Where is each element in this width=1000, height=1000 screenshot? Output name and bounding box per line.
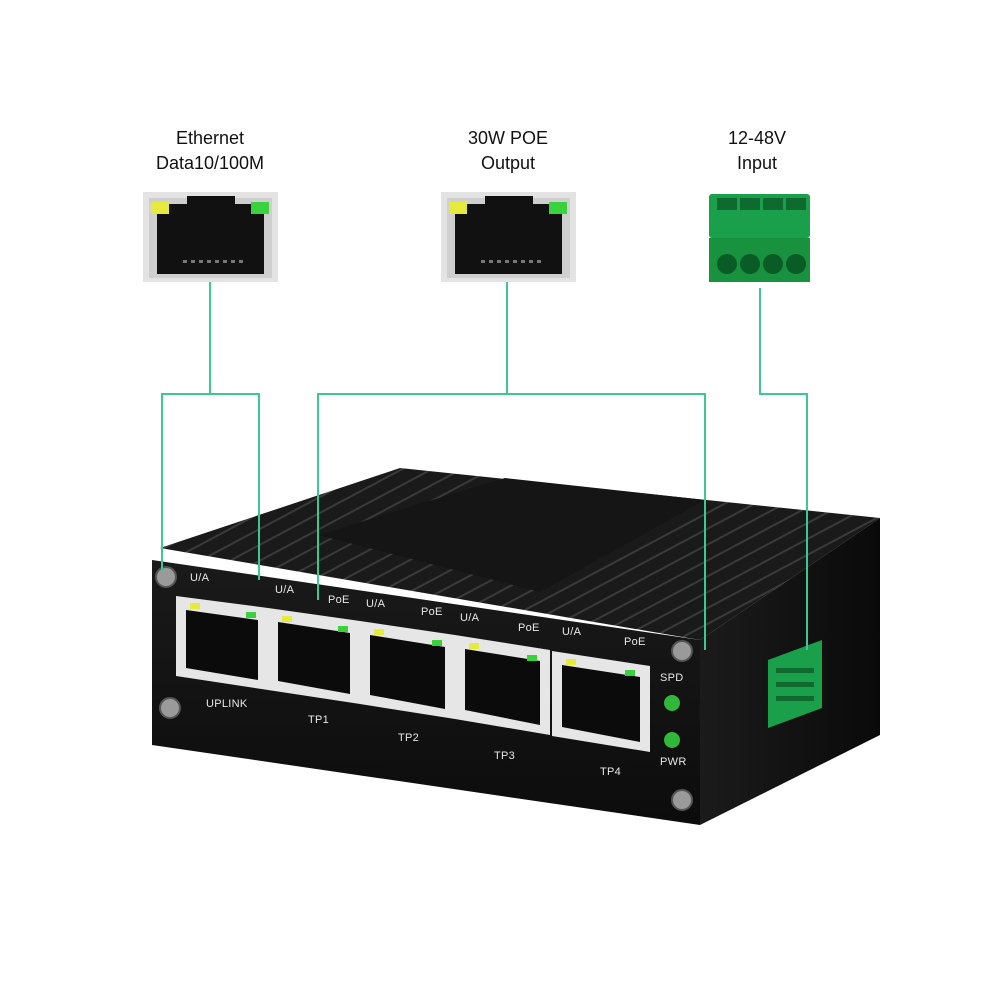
- ua-label-tp1: U/A: [275, 584, 295, 596]
- ua-label-uplink: U/A: [190, 572, 210, 584]
- connector-lines: [161, 282, 808, 650]
- ethernet-label-line1: Ethernet: [175, 128, 245, 148]
- poe-label-line2: Output: [480, 153, 536, 173]
- tp3-port-label: TP3: [494, 750, 516, 762]
- terminal-block-thumbnail: [709, 194, 810, 282]
- power-label-line1: 12-48V: [727, 128, 787, 148]
- port-tp4[interactable]: [552, 651, 650, 752]
- ua-label-tp3: U/A: [460, 612, 480, 624]
- port-uplink[interactable]: [176, 596, 268, 690]
- spd-label: SPD: [660, 672, 684, 684]
- power-callout-label: 12-48V Input: [657, 126, 857, 176]
- spd-led: [664, 695, 680, 711]
- pwr-label: PWR: [660, 756, 687, 768]
- port-tp2[interactable]: [360, 621, 455, 719]
- tp1-port-label: TP1: [308, 714, 330, 726]
- poe-label-tp1: PoE: [328, 594, 350, 606]
- tp4-port-label: TP4: [600, 766, 622, 778]
- heatsink-center-panel: [318, 478, 705, 592]
- port-tp1[interactable]: [268, 608, 360, 704]
- power-label-line2: Input: [736, 153, 778, 173]
- poe-port-thumbnail: [441, 192, 576, 282]
- poe-callout-label: 30W POE Output: [408, 126, 608, 176]
- ua-label-tp4: U/A: [562, 626, 582, 638]
- uplink-port-label: UPLINK: [206, 698, 248, 710]
- ua-label-tp2: U/A: [366, 598, 386, 610]
- poe-label-tp4: PoE: [624, 636, 646, 648]
- poe-label-line1: 30W POE: [467, 128, 549, 148]
- ethernet-label-line2: Data10/100M: [155, 153, 265, 173]
- ethernet-callout-label: Ethernet Data10/100M: [110, 126, 310, 176]
- poe-label-tp3: PoE: [518, 622, 540, 634]
- tp2-port-label: TP2: [398, 732, 420, 744]
- pwr-led: [664, 732, 680, 748]
- port-tp3[interactable]: [455, 635, 550, 735]
- ethernet-port-thumbnail: [143, 192, 278, 282]
- poe-label-tp2: PoE: [421, 606, 443, 618]
